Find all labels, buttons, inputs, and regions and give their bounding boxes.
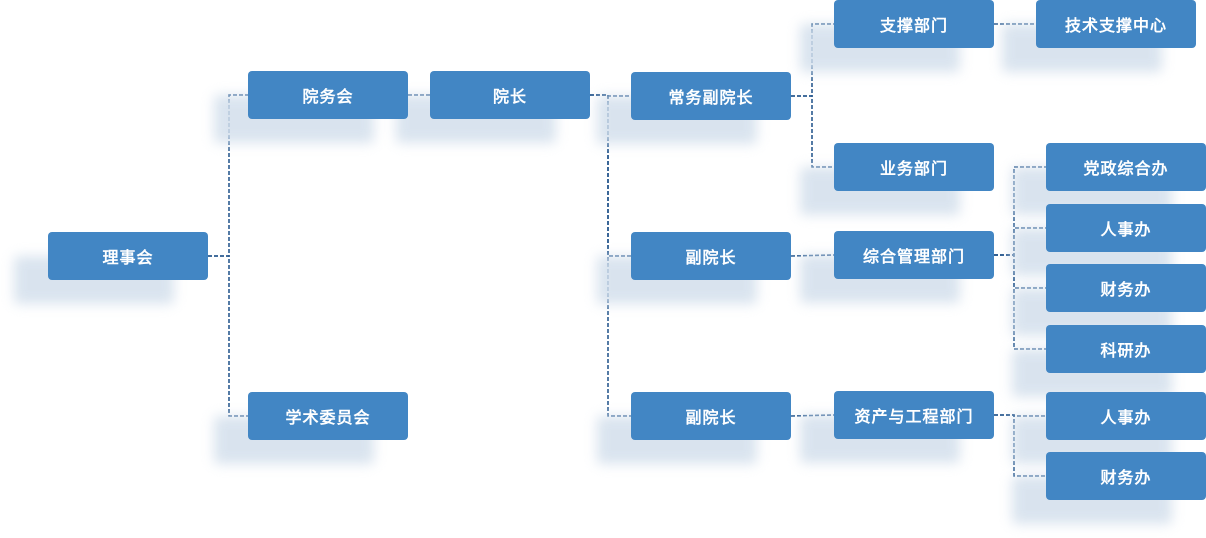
org-node-board[interactable]: 理事会: [48, 232, 208, 280]
connector-exec_vp-business_dept: [791, 95, 834, 168]
org-node-party-admin-office[interactable]: 党政综合办: [1046, 143, 1206, 191]
org-node-asset-eng-dept[interactable]: 资产与工程部门: [834, 391, 994, 439]
org-node-president[interactable]: 院长: [430, 71, 590, 119]
org-node-support-dept[interactable]: 支撑部门: [834, 0, 994, 48]
org-node-affairs-council[interactable]: 院务会: [248, 71, 408, 119]
org-node-finance-office-2[interactable]: 财务办: [1046, 452, 1206, 500]
connector-board-academic_committee: [208, 255, 248, 417]
org-node-hr-office-1[interactable]: 人事办: [1046, 204, 1206, 252]
org-node-vp2[interactable]: 副院长: [631, 392, 791, 440]
org-node-exec-vp[interactable]: 常务副院长: [631, 72, 791, 120]
org-node-general-mgmt-dept[interactable]: 综合管理部门: [834, 231, 994, 279]
org-node-vp1[interactable]: 副院长: [631, 232, 791, 280]
org-node-academic-committee[interactable]: 学术委员会: [248, 392, 408, 440]
org-node-tech-support-center[interactable]: 技术支撑中心: [1036, 0, 1196, 48]
org-node-hr-office-2[interactable]: 人事办: [1046, 392, 1206, 440]
org-node-finance-office-1[interactable]: 财务办: [1046, 264, 1206, 312]
org-node-research-office[interactable]: 科研办: [1046, 325, 1206, 373]
org-node-business-dept[interactable]: 业务部门: [834, 143, 994, 191]
